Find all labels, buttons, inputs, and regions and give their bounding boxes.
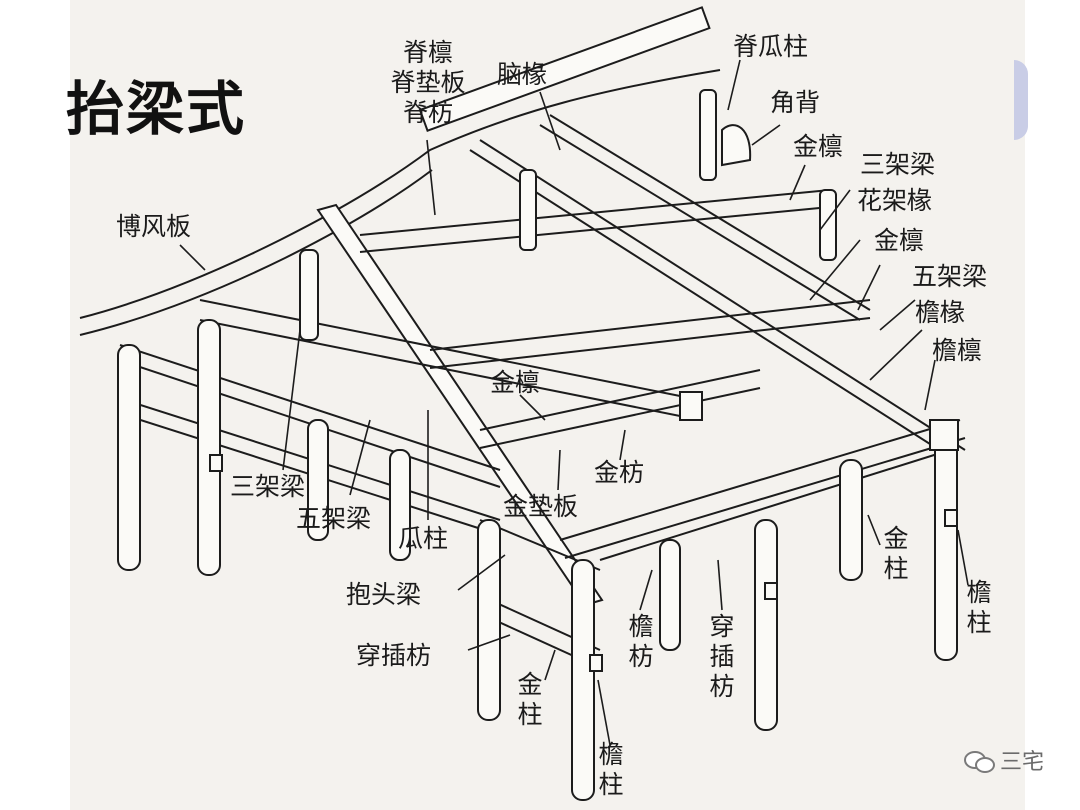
watermark: 三宅 [963,744,1044,776]
three-frame-beam [359,189,831,236]
label-three-beam-left: 三架梁 [230,472,306,501]
gable-rafter [316,203,604,607]
label-ridge-purlin: 脊檩 [402,38,453,67]
label-gold-board: 金垫板 [503,492,579,521]
bofeng-board [79,69,721,319]
label-eave-tie: 檐枋 [628,612,654,671]
gold-purlin-mid [479,369,761,431]
brain-rafter [539,124,861,321]
watermark-text: 三宅 [999,750,1044,775]
label-five-beam-left: 五架梁 [296,504,372,533]
label-angle-brace: 角背 [770,88,821,117]
label-ridge-strut: 脊瓜柱 [733,32,809,61]
label-through-tie-vertical: 穿插枋 [709,612,735,701]
ridge-purlin [418,6,711,132]
page-title: 抬梁式 [66,75,247,143]
label-ridge-stack: 脊檩 脊垫板 脊枋 [388,38,468,128]
label-gold-column-right: 金柱 [883,524,909,583]
label-eave-purlin: 檐檩 [932,336,983,365]
label-flower-rafter: 花架椽 [857,186,933,215]
angle-brace [721,124,752,167]
label-gold-purlin-mid: 金檩 [490,368,541,397]
eave-purlin [559,419,961,541]
label-eave-rafter: 檐椽 [915,298,966,327]
label-eave-column-center: 檐柱 [598,740,624,799]
label-gold-purlin-right: 金檩 [874,226,925,255]
wechat-icon [963,749,995,773]
label-ridge-board: 脊垫板 [390,68,466,97]
label-ridge-tie: 脊枋 [402,98,453,127]
label-gold-purlin-top: 金檩 [793,132,844,161]
columns [117,89,958,801]
flower-rafter [469,149,956,461]
label-gold-tie: 金枋 [594,458,645,487]
five-frame-beam [199,299,701,401]
eave-tie [599,449,951,561]
leader-lines [179,59,969,746]
label-strut: 瓜柱 [398,524,449,553]
label-through-tie-left: 穿插枋 [356,641,432,670]
gold-purlin-front [429,299,871,351]
label-hold-head-beam: 抱头梁 [346,580,422,609]
label-gold-column-center: 金柱 [517,670,543,729]
label-five-beam-right: 五架梁 [912,262,988,291]
label-eave-column-right: 檐柱 [966,578,992,637]
label-brain-rafter: 脑椽 [497,60,548,89]
slide-decoration [1014,60,1028,140]
label-three-beam-right: 三架梁 [860,150,936,179]
label-bofeng-board: 博风板 [116,212,192,241]
